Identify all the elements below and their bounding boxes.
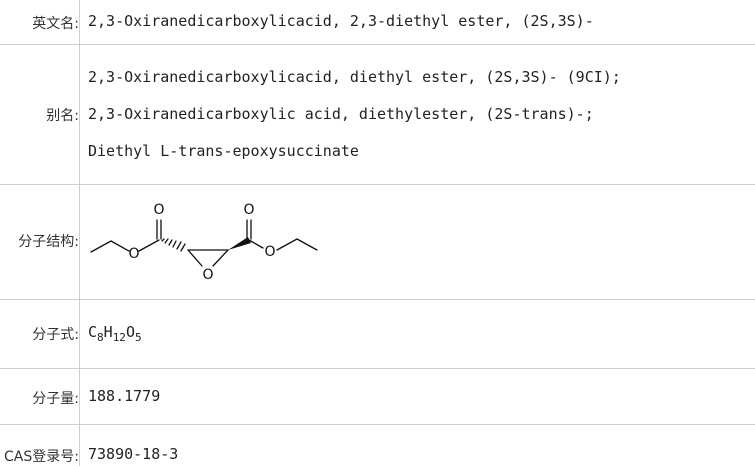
row-formula: 分子式: C8H12O5 xyxy=(0,299,755,369)
formula-element: H xyxy=(103,323,113,341)
alias-line-3: Diethyl L-trans-epoxysuccinate xyxy=(88,142,359,160)
formula-subscript: 8 xyxy=(97,331,104,344)
atom-ester-o-right: O xyxy=(264,244,275,260)
row-molecular-weight: 分子量: 188.1779 xyxy=(0,368,755,425)
row-english-name: 英文名: 2,3-Oxiranedicarboxylicacid, 2,3-di… xyxy=(0,0,755,45)
formula-value: C8H12O5 xyxy=(88,323,142,344)
structure-label: 分子结构: xyxy=(18,234,79,250)
formula-label: 分子式: xyxy=(32,327,79,343)
cas-number-label: CAS登录号: xyxy=(4,449,79,465)
alias-label: 别名: xyxy=(46,108,79,124)
molecular-weight-label: 分子量: xyxy=(32,391,79,407)
row-structure: 分子结构: xyxy=(0,184,755,300)
formula-element: O xyxy=(125,323,135,341)
atom-epoxide-o: O xyxy=(202,267,213,283)
alias-line-2: 2,3-Oxiranedicarboxylic acid, diethylest… xyxy=(88,105,594,123)
row-alias: 别名: 2,3-Oxiranedicarboxylicacid, diethyl… xyxy=(0,44,755,185)
formula-subscript: 5 xyxy=(134,331,142,344)
atom-carbonyl-o-left: O xyxy=(153,202,164,218)
row-cas-number: CAS登录号: 73890-18-3 xyxy=(0,424,755,466)
atom-ester-o-left: O xyxy=(128,246,139,262)
column-divider xyxy=(79,0,80,466)
molecular-weight-value: 188.1779 xyxy=(88,387,161,405)
alias-line-1: 2,3-Oxiranedicarboxylicacid, diethyl est… xyxy=(88,68,621,86)
english-name-label: 英文名: xyxy=(32,16,79,32)
formula-subscript: 12 xyxy=(112,331,126,344)
english-name-value: 2,3-Oxiranedicarboxylicacid, 2,3-diethyl… xyxy=(88,12,594,30)
formula-element: C xyxy=(88,323,98,341)
cas-number-value: 73890-18-3 xyxy=(88,445,179,463)
molecule-structure-image: O O O O O xyxy=(90,202,318,283)
atom-carbonyl-o-right: O xyxy=(243,202,254,218)
